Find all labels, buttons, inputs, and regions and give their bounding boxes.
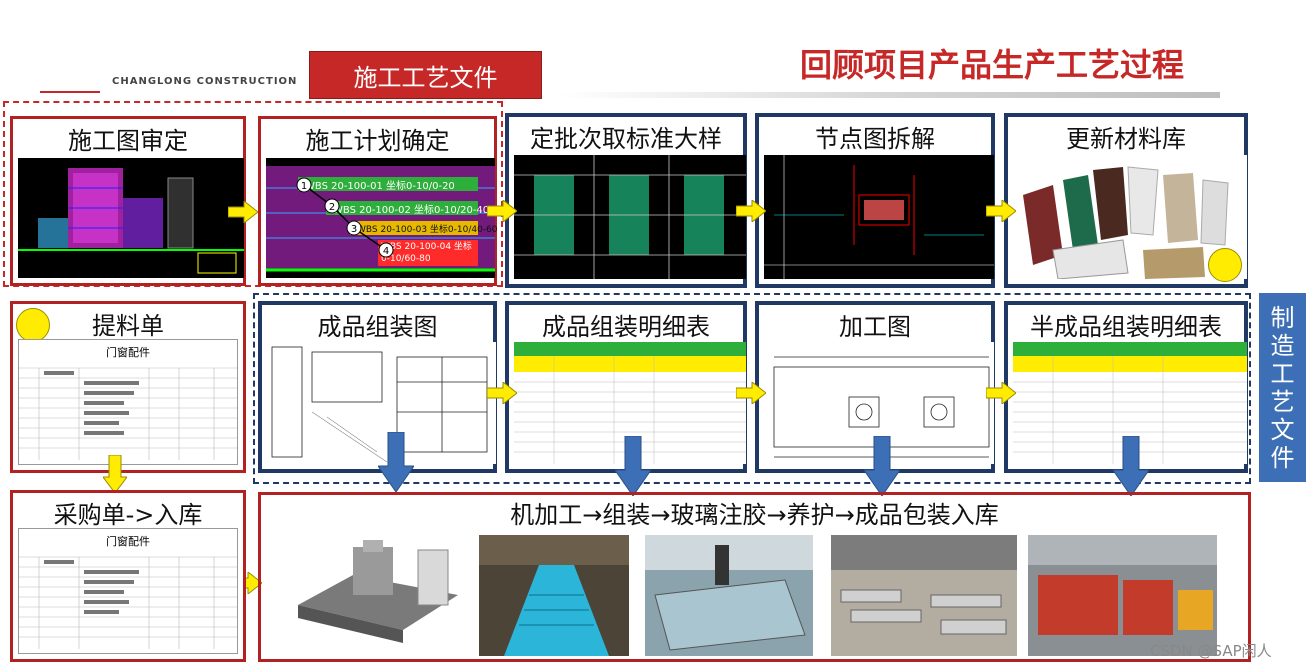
building-elevation-drawing <box>18 158 244 278</box>
wbs-tag-4: WBS 20-100-04 坐标0-10/60-80 <box>381 242 472 264</box>
purchase-sheet: 门窗配件 <box>18 528 238 654</box>
assembly-drawing <box>267 342 496 464</box>
step-label: 加工图 <box>759 305 991 343</box>
wbs-tag-3: WBS 20-100-03 坐标0-10/40-60 <box>357 225 498 235</box>
cnc-machine-photo <box>293 535 465 656</box>
step-purchase-order: 采购单->入库 门窗配件 <box>10 490 246 662</box>
step-label: 提料单 <box>13 304 243 342</box>
highlight-dot <box>1208 248 1242 282</box>
wbs-tag-1: WBS 20-100-01 坐标0-10/0-20 <box>305 181 455 192</box>
production-process-box <box>258 492 1251 662</box>
glass-gluing-photo <box>645 535 813 656</box>
highlight-dot <box>16 308 50 342</box>
step-drawing-review: 施工图审定 <box>10 116 246 286</box>
wbs-num: 4 <box>383 246 389 257</box>
step-node-breakdown: 节点图拆解 <box>755 113 995 288</box>
process-title: 机加工→组装→玻璃注胶→养护→成品包装入库 <box>510 501 999 529</box>
curing-yard-photo <box>831 535 1017 656</box>
wbs-num: 2 <box>329 202 335 213</box>
arrow-right-icon <box>736 382 766 404</box>
sheet-title: 门窗配件 <box>106 346 150 359</box>
sidebar-char: 艺 <box>1270 387 1295 416</box>
sheet-title: 门窗配件 <box>106 535 150 548</box>
sidebar-char: 件 <box>1270 443 1295 472</box>
arrow-right-icon <box>736 200 766 222</box>
wbs-tag-2: WBS 20-100-02 坐标0-10/20-40 <box>333 205 490 216</box>
arrow-right-icon <box>228 201 258 223</box>
sidebar-char: 制 <box>1270 303 1295 332</box>
arrow-down-icon <box>103 455 127 493</box>
sidebar-char: 工 <box>1270 359 1295 388</box>
node-detail-drawing <box>764 155 994 279</box>
arrow-down-icon <box>1113 436 1149 496</box>
company-logo-text: CHANGLONG CONSTRUCTION <box>112 76 298 87</box>
sidebar-char: 文 <box>1270 415 1295 444</box>
step-label: 成品组装明细表 <box>509 305 743 343</box>
step-label: 定批次取标准大样 <box>509 117 743 155</box>
step-assembly-drawing: 成品组装图 <box>258 301 497 473</box>
step-label: 半成品组装明细表 <box>1008 305 1244 343</box>
step-standard-sample: 定批次取标准大样 <box>505 113 747 288</box>
material-sheet: 门窗配件 <box>18 339 238 465</box>
section-tag: 施工工艺文件 <box>309 51 542 99</box>
arrow-right-icon <box>487 382 517 404</box>
arrow-right-icon <box>986 382 1016 404</box>
page-title: 回顾项目产品生产工艺过程 <box>800 46 1185 84</box>
assembly-line-photo <box>479 535 629 656</box>
step-label: 施工计划确定 <box>261 119 494 157</box>
arrow-right-icon <box>986 200 1016 222</box>
arrow-down-icon <box>378 432 414 492</box>
step-label: 成品组装图 <box>262 305 493 343</box>
packing-warehouse-photo <box>1028 535 1217 656</box>
step-label: 施工图审定 <box>13 119 243 157</box>
wbs-num: 3 <box>351 224 357 235</box>
step-material-list: 提料单 门窗配件 <box>10 301 246 473</box>
step-label: 更新材料库 <box>1008 117 1244 155</box>
wbs-num: 1 <box>301 181 307 192</box>
step-label: 采购单->入库 <box>13 493 243 531</box>
sidebar-char: 造 <box>1270 331 1295 360</box>
header-red-line <box>40 91 100 93</box>
design-group-outline <box>3 101 503 287</box>
arrow-down-icon <box>615 436 651 496</box>
manufacturing-group-outline <box>253 293 1251 484</box>
step-update-materials: 更新材料库 <box>1004 113 1248 288</box>
arrow-down-icon <box>864 436 900 496</box>
step-label: 节点图拆解 <box>759 117 991 155</box>
header-shadow-bar <box>560 92 1220 98</box>
arrow-right-icon <box>487 200 517 222</box>
wbs-markers: 1 2 3 4 <box>296 177 394 258</box>
manufacturing-doc-sidebar: 制 造 工 艺 文 件 <box>1259 293 1306 482</box>
curtain-wall-detail <box>514 155 746 279</box>
step-machining-drawing: 加工图 <box>755 301 995 473</box>
watermark-credit: CSDN @SAP闲人 <box>1150 642 1272 660</box>
